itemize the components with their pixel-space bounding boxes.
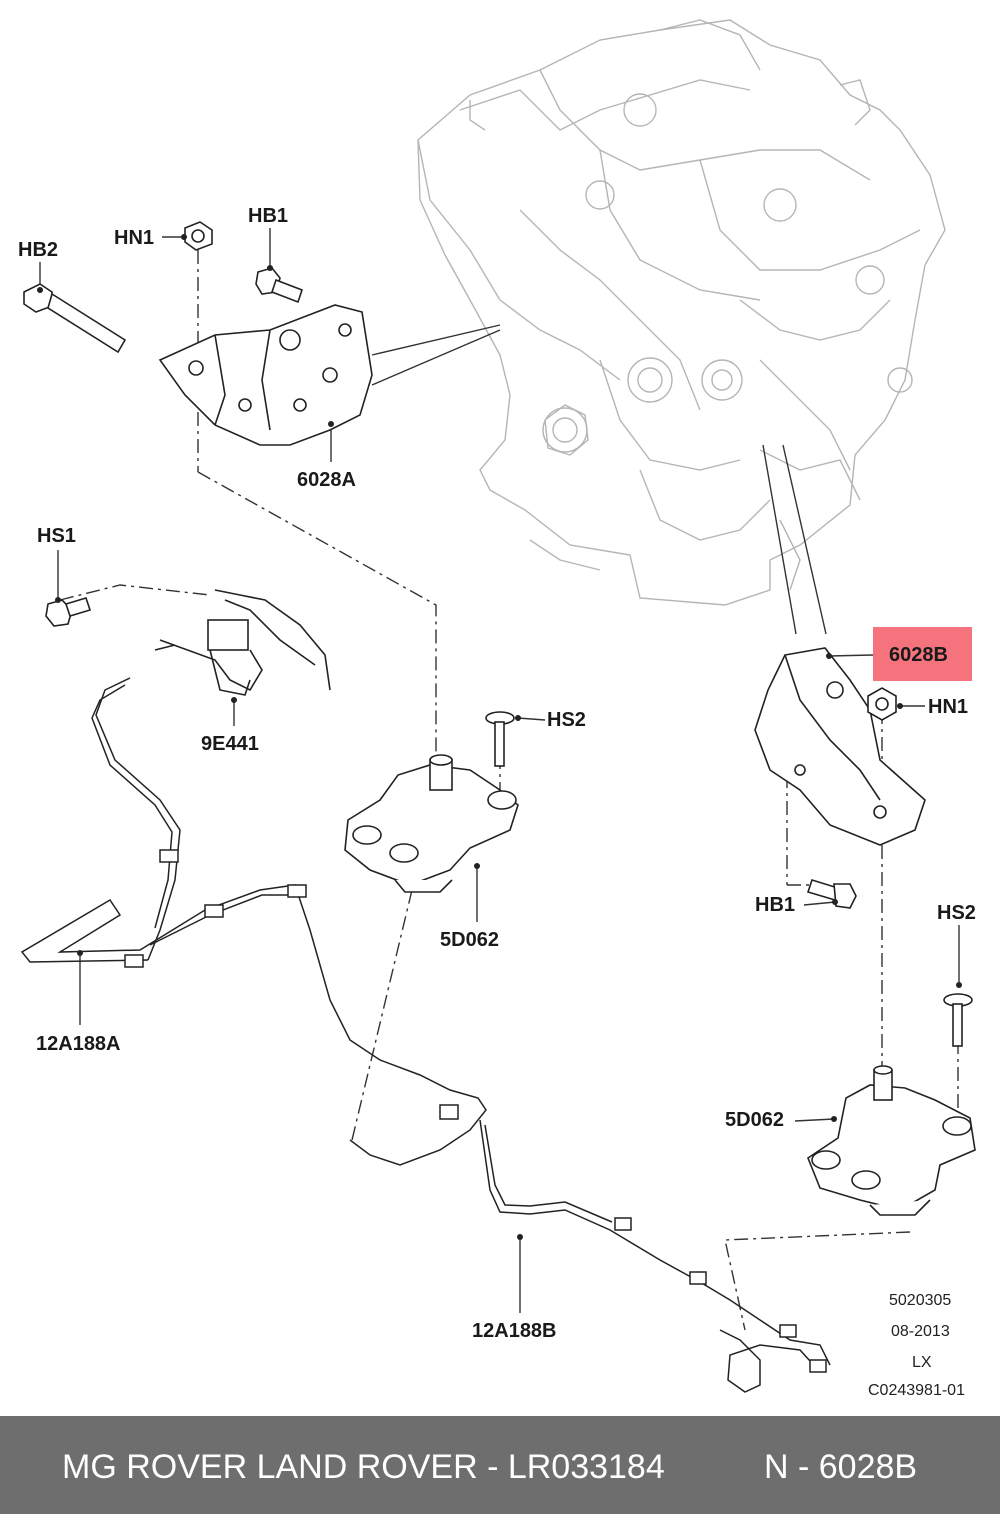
meta-date: 08-2013 xyxy=(891,1323,950,1340)
bolt-hb1-top xyxy=(255,267,304,304)
engine-illustration xyxy=(417,19,946,606)
leader-dots xyxy=(37,234,962,1240)
mount-5d062-right xyxy=(807,1065,976,1216)
exploded-parts-diagram xyxy=(20,19,976,1393)
meta-region: LX xyxy=(912,1354,932,1371)
mount-5d062-mid xyxy=(344,754,519,893)
label-6028a: 6028A xyxy=(297,469,356,491)
hose-12a188b xyxy=(479,1119,831,1393)
label-hn1-top: HN1 xyxy=(114,227,155,249)
bracket-6028a xyxy=(158,304,373,446)
meta-ref: C0243981-01 xyxy=(868,1382,965,1399)
label-6028b: 6028B xyxy=(889,644,948,666)
label-12a188a: 12A188A xyxy=(36,1033,121,1055)
footer-bar: MG ROVER LAND ROVER - LR033184 N - 6028B xyxy=(0,1416,1000,1514)
footer-brand-part: MG ROVER LAND ROVER - LR033184 xyxy=(62,1448,665,1486)
highlight-6028b: 6028B xyxy=(873,627,972,681)
label-hs2-right: HS2 xyxy=(937,902,976,924)
bracket-6028b xyxy=(754,647,926,846)
label-hs2-mid: HS2 xyxy=(547,709,586,731)
label-12a188b: 12A188B xyxy=(472,1320,557,1342)
label-hs1: HS1 xyxy=(37,525,76,547)
meta-code: 5020305 xyxy=(889,1292,952,1309)
footer-position: N - 6028B xyxy=(764,1448,918,1486)
nut-hn1-top xyxy=(184,221,213,251)
label-5d062-right: 5D062 xyxy=(725,1109,784,1131)
valve-9e441 xyxy=(154,589,331,696)
nut-hn1-right xyxy=(867,687,897,721)
label-hb1-top: HB1 xyxy=(248,205,289,227)
bolt-hb2 xyxy=(23,283,127,354)
label-9e441: 9E441 xyxy=(201,733,259,755)
bolt-hs1 xyxy=(45,597,92,627)
hose-12a188a xyxy=(20,677,487,1166)
label-hn1-right: HN1 xyxy=(928,696,969,718)
label-hb1-right: HB1 xyxy=(755,894,796,916)
stud-hs2-right xyxy=(943,993,973,1047)
label-hb2: HB2 xyxy=(18,239,59,261)
label-5d062-mid: 5D062 xyxy=(440,929,499,951)
stud-hs2-mid xyxy=(485,711,515,767)
